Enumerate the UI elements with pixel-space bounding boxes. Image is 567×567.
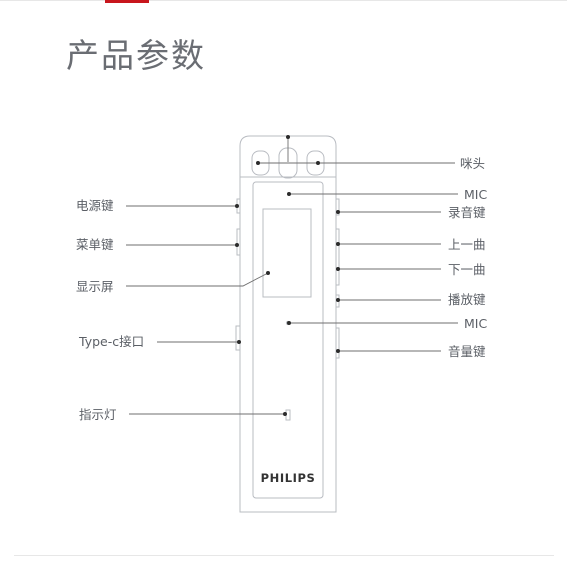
- label-menu-key: 菜单键: [76, 237, 114, 252]
- mic-head-dot: [286, 135, 290, 139]
- prev-track-dot: [336, 242, 340, 246]
- label-volume-key: 音量键: [448, 344, 486, 359]
- label-record-key: 录音键: [448, 205, 486, 220]
- top-divider: [0, 0, 567, 1]
- record-key-shape: [335, 198, 340, 216]
- menu-key-shape: [236, 228, 241, 256]
- track-keys-shape: [335, 228, 340, 286]
- usb-port-shape: [235, 325, 241, 351]
- indicator-dot: [283, 412, 287, 416]
- label-next-track: 下一曲: [448, 262, 486, 277]
- accent-bar: [105, 0, 149, 3]
- label-power-key: 电源键: [76, 198, 114, 213]
- mic-top-dot: [287, 192, 291, 196]
- page-title: 产品参数: [66, 36, 206, 75]
- usb-port-dot: [237, 340, 241, 344]
- front-panel: [252, 181, 324, 499]
- bottom-divider: [14, 555, 554, 556]
- label-play-key: 播放键: [448, 292, 486, 307]
- play-key-dot: [336, 298, 340, 302]
- mic-bottom-dot: [287, 321, 291, 325]
- label-prev-track: 上一曲: [448, 237, 486, 252]
- label-mic-head: 咪头: [460, 156, 485, 171]
- record-key-dot: [336, 210, 340, 214]
- label-mic-bottom: MIC: [464, 316, 487, 331]
- brand-logo: PHILIPS: [261, 471, 316, 485]
- callouts: 咪头 电源键 MIC 录音键 菜单键 上一曲 下一曲: [76, 135, 487, 422]
- label-mic-top: MIC: [464, 187, 487, 202]
- next-track-dot: [336, 267, 340, 271]
- display-dot: [266, 271, 270, 275]
- label-usb-port: Type-c接口: [78, 334, 144, 349]
- power-key-dot: [235, 204, 239, 208]
- label-indicator: 指示灯: [79, 407, 117, 422]
- volume-key-shape: [335, 327, 340, 359]
- device-outline: [239, 135, 337, 513]
- display-screen: [262, 208, 312, 298]
- volume-key-dot: [336, 349, 340, 353]
- label-display: 显示屏: [76, 279, 114, 294]
- menu-key-dot: [235, 243, 239, 247]
